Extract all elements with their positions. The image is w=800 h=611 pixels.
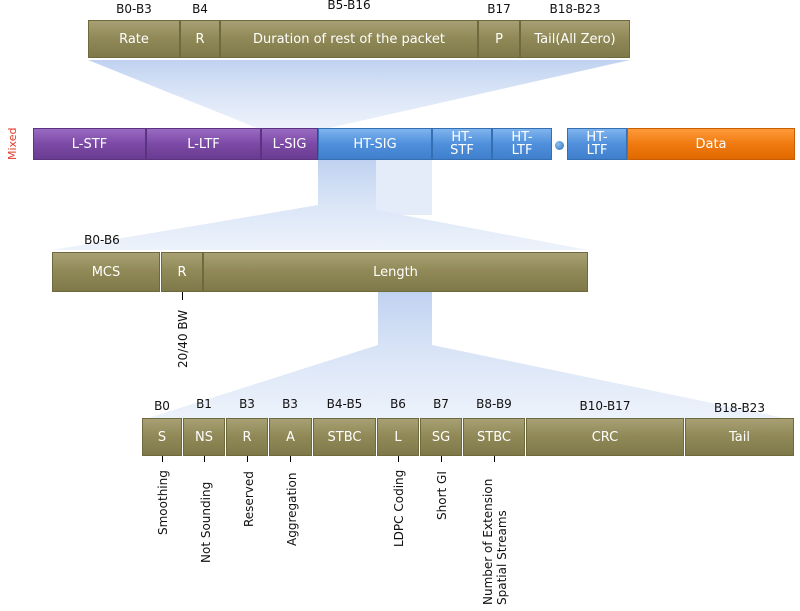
htsig2-reserved-field: R bbox=[226, 418, 268, 456]
connector-line bbox=[494, 456, 495, 462]
lsig-tail-field: Tail(All Zero) bbox=[520, 20, 630, 58]
funnel-htsig-part2 bbox=[142, 292, 794, 420]
bit-range-header: B10-B17 bbox=[579, 399, 631, 413]
lsig-duration-field: Duration of rest of the packet bbox=[220, 20, 478, 58]
short-gi-label: Short GI bbox=[435, 471, 449, 520]
connector-line bbox=[182, 292, 183, 300]
funnel-htsig-part1 bbox=[52, 160, 588, 250]
htsig2-ldpc-field: L bbox=[377, 418, 419, 456]
htltf-segment: HT- LTF bbox=[492, 128, 552, 160]
not-sounding-label: Not Sounding bbox=[199, 481, 213, 563]
reserved-label: Reserved bbox=[242, 471, 256, 527]
bit-range-header: B5-B16 bbox=[327, 0, 371, 12]
funnel-lsig bbox=[88, 60, 630, 130]
htsig2-crc-field: CRC bbox=[526, 418, 684, 456]
bit-range-header: B4 bbox=[192, 2, 208, 16]
connector-line bbox=[290, 456, 291, 462]
connector-line bbox=[441, 456, 442, 462]
lsig-parity-field: P bbox=[478, 20, 520, 58]
lsig-segment: L-SIG bbox=[261, 128, 318, 160]
bit-range-header: B1 bbox=[196, 397, 212, 411]
htsig-mcs-field: MCS bbox=[52, 252, 160, 292]
htsig2-tail-field: Tail bbox=[685, 418, 794, 456]
mixed-frame-label: Mixed bbox=[6, 127, 19, 160]
htsig2-smoothing-field: S bbox=[142, 418, 182, 456]
connector-line bbox=[398, 456, 399, 462]
bit-range-header: B18-B23 bbox=[549, 2, 601, 16]
ness-label: Number of Extension Spatial Streams bbox=[481, 478, 509, 605]
bit-range-header: B0-B3 bbox=[116, 2, 152, 16]
htstf-segment: HT- STF bbox=[432, 128, 492, 160]
lsig-reserved-field: R bbox=[180, 20, 220, 58]
bit-range-header: B4-B5 bbox=[326, 397, 363, 411]
htsig2-stbc-field: STBC bbox=[313, 418, 376, 456]
smoothing-label: Smoothing bbox=[156, 470, 170, 535]
connector-line bbox=[247, 456, 248, 462]
bit-range-header: B6 bbox=[390, 397, 406, 411]
htsig2-not-sounding-field: NS bbox=[183, 418, 225, 456]
bit-range-header: B8-B9 bbox=[476, 397, 512, 411]
ellipsis-dot bbox=[555, 141, 564, 150]
lltf-segment: L-LTF bbox=[146, 128, 261, 160]
bit-range-header: B18-B23 bbox=[714, 401, 765, 415]
data-segment: Data bbox=[627, 128, 795, 160]
lstf-segment: L-STF bbox=[33, 128, 146, 160]
htsig-segment: HT-SIG bbox=[318, 128, 432, 160]
htltf-segment-last: HT- LTF bbox=[567, 128, 627, 160]
aggregation-label: Aggregation bbox=[285, 472, 299, 546]
bit-range-header: B7 bbox=[433, 397, 449, 411]
htsig-bw-field: R bbox=[161, 252, 203, 292]
bit-range-header: B0-B6 bbox=[84, 233, 120, 247]
bit-range-header: B0 bbox=[154, 399, 170, 413]
htsig2-ness-field: STBC bbox=[463, 418, 525, 456]
htsig-length-field: Length bbox=[203, 252, 588, 292]
connector-line bbox=[162, 456, 163, 462]
htsig2-short-gi-field: SG bbox=[420, 418, 462, 456]
bit-range-header: B3 bbox=[239, 397, 255, 411]
bw-label: 20/40 BW bbox=[176, 309, 190, 368]
bit-range-header: B3 bbox=[282, 397, 298, 411]
funnel-htsig-part2-upper bbox=[376, 160, 432, 215]
htsig2-aggregation-field: A bbox=[269, 418, 312, 456]
ldpc-coding-label: LDPC Coding bbox=[392, 469, 406, 547]
bit-range-header: B17 bbox=[487, 2, 511, 16]
connector-line bbox=[204, 456, 205, 462]
lsig-rate-field: Rate bbox=[88, 20, 180, 58]
